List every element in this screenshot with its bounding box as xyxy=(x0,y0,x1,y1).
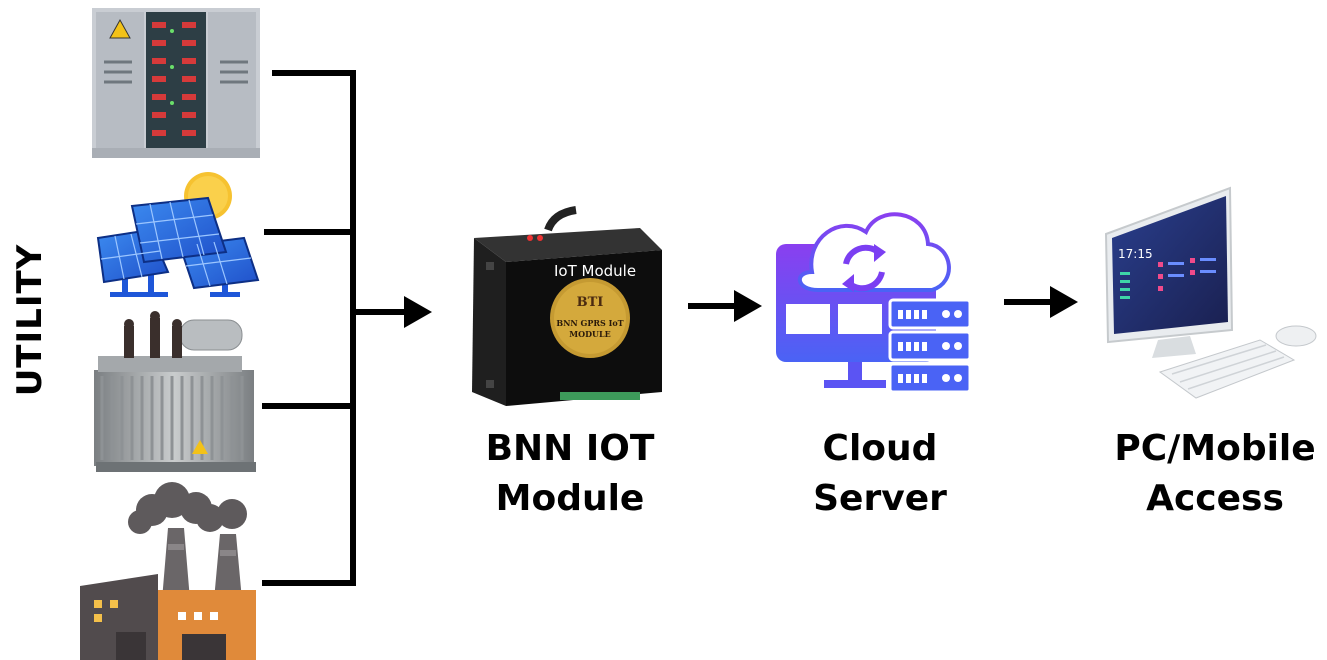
badge-logo-text: BTI xyxy=(577,295,604,310)
module-label-line1: BNN IOT xyxy=(485,428,655,469)
factory-icon xyxy=(80,482,256,660)
arrow-to-access xyxy=(1004,286,1078,318)
cloud-label: Cloud Server xyxy=(780,424,980,524)
access-label: PC/Mobile Access xyxy=(1100,424,1327,524)
source-connector-bus xyxy=(262,70,356,586)
server-rack-icon xyxy=(888,298,972,394)
arrow-to-cloud xyxy=(688,290,762,322)
cloud-label-line2: Server xyxy=(813,478,947,519)
badge-line2-text: MODULE xyxy=(569,329,610,339)
module-label-line2: Module xyxy=(495,478,645,519)
arrow-to-module xyxy=(356,296,432,328)
transformer-icon xyxy=(94,311,256,472)
cloud-server-icon xyxy=(776,212,972,394)
access-label-line1: PC/Mobile xyxy=(1114,428,1316,469)
access-label-line2: Access xyxy=(1146,478,1284,519)
utility-side-label: UTILITY xyxy=(10,243,50,397)
desktop-computer-icon: 17:15 xyxy=(1104,186,1317,399)
cloud-label-line1: Cloud xyxy=(822,428,938,469)
device-label-text: IoT Module xyxy=(554,262,636,280)
module-label: BNN IOT Module xyxy=(470,424,670,524)
solar-panels-icon xyxy=(96,172,260,297)
electrical-panel-icon xyxy=(92,8,260,158)
iot-module-device-icon: IoT Module BTI BNN GPRS IoT MODULE xyxy=(472,206,662,406)
badge-line1-text: BNN GPRS IoT xyxy=(556,318,623,328)
screen-time-text: 17:15 xyxy=(1118,247,1153,261)
